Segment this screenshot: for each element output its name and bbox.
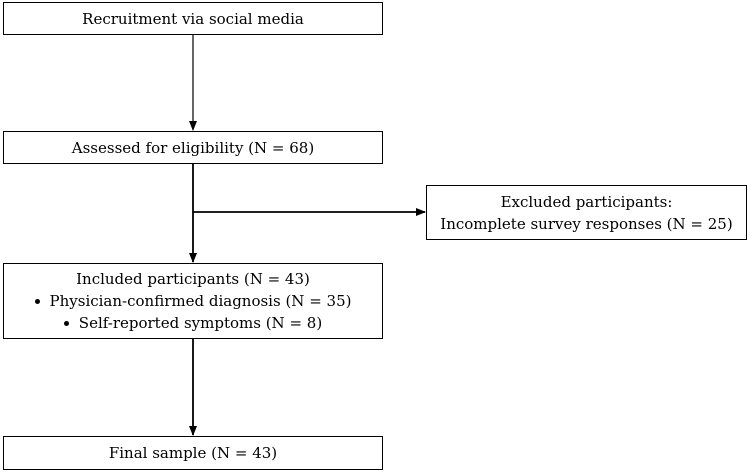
bullet-icon: [34, 298, 40, 304]
excluded-box: Excluded participants: Incomplete survey…: [426, 185, 747, 240]
final-sample-label: Final sample (N = 43): [108, 444, 278, 462]
included-item-label: Physician-confirmed diagnosis (N = 35): [49, 292, 352, 310]
included-item: Self-reported symptoms (N = 8): [63, 312, 323, 334]
excluded-detail: Incomplete survey responses (N = 25): [440, 214, 733, 233]
included-box: Included participants (N = 43) Physician…: [3, 263, 383, 339]
eligibility-label: Assessed for eligibility (N = 68): [71, 138, 315, 157]
included-item-label: Self-reported symptoms (N = 8): [78, 314, 323, 332]
excluded-title: Excluded participants:: [500, 192, 673, 211]
included-item: Physician-confirmed diagnosis (N = 35): [34, 290, 352, 312]
final-sample-box: Final sample (N = 43): [3, 436, 383, 470]
recruitment-label: Recruitment via social media: [82, 9, 304, 28]
included-title: Included participants (N = 43): [76, 270, 310, 288]
bullet-icon: [63, 320, 69, 326]
eligibility-box: Assessed for eligibility (N = 68): [3, 131, 383, 164]
recruitment-box: Recruitment via social media: [3, 2, 383, 35]
